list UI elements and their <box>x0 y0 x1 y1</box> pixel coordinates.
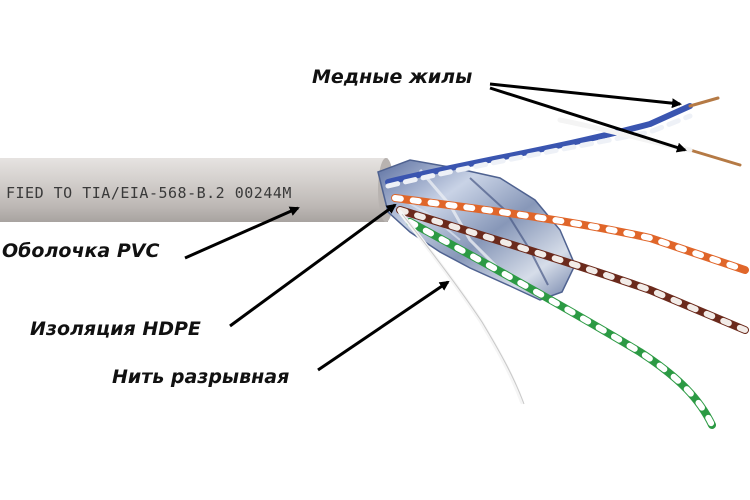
foil-crease <box>418 169 502 272</box>
foil-crease <box>469 177 549 286</box>
pair-brown-white <box>397 207 748 333</box>
jacket-print: FIED TO TIA/EIA-568-B.2 00244M <box>6 184 292 202</box>
arrow-copper-2 <box>489 86 687 153</box>
arrow-hdpe <box>229 203 397 328</box>
pair-blue <box>385 103 693 185</box>
copper-wire <box>688 148 742 167</box>
pair-orange-white <box>392 195 748 273</box>
arrow-pvc <box>184 206 300 260</box>
label-pvc-jacket: Оболочка PVC <box>2 240 160 262</box>
ripcord-thread-shadow <box>401 213 525 405</box>
arrow-thread <box>317 280 450 372</box>
pair-green-white <box>407 219 715 428</box>
copper-wire <box>688 96 720 108</box>
label-ripcord-thread: Нить разрывная <box>112 366 290 388</box>
label-copper-wires: Медные жилы <box>312 66 473 88</box>
pvc-jacket <box>0 158 388 222</box>
arrow-copper-1 <box>489 82 682 109</box>
label-hdpe-insulation: Изоляция HDPE <box>30 318 201 340</box>
